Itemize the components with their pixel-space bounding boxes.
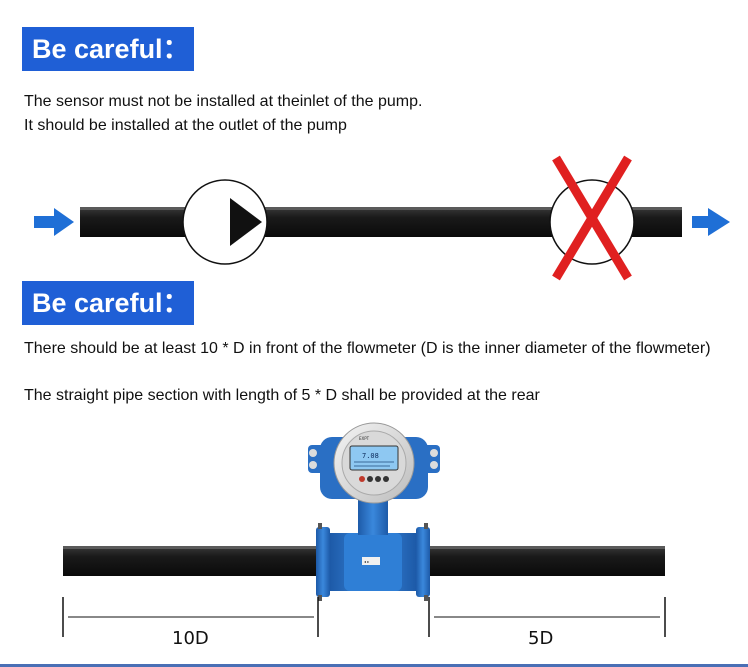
instruction-line-1: The sensor must not be installed at thei… <box>24 93 423 110</box>
instruction-line-2: It should be installed at the outlet of … <box>24 117 347 134</box>
svg-text:◂ ▸: ◂ ▸ <box>364 559 369 564</box>
be-careful-banner-2: Be careful： <box>22 281 194 325</box>
front-length-label: 10D <box>172 628 209 649</box>
device-brand-label: EXPT <box>359 436 370 441</box>
device-button-1 <box>359 476 365 482</box>
pump-icon <box>182 179 268 265</box>
instruction-line-4: The straight pipe section with length of… <box>24 387 540 404</box>
electromagnetic-flowmeter: ◂ ▸ EXPT 7.08 <box>308 422 440 601</box>
be-careful-banner-1: Be careful： <box>22 27 194 71</box>
front-straight-length-dimension: 10D <box>62 597 319 649</box>
device-button-4 <box>383 476 389 482</box>
instruction-paragraph-3: There should be at least 10 * D in front… <box>24 340 711 357</box>
bottom-divider <box>0 664 748 667</box>
device-button-3 <box>375 476 381 482</box>
outlet-flow-arrow-icon <box>692 208 730 236</box>
inlet-flow-arrow-icon <box>34 208 74 236</box>
rear-straight-length-dimension: 5D <box>428 597 666 649</box>
red-cross-icon <box>552 155 632 281</box>
lcd-reading: 7.08 <box>362 452 379 460</box>
lcd-screen <box>349 445 399 471</box>
rear-length-label: 5D <box>528 628 553 649</box>
flowmeter-installation-diagram: ◂ ▸ EXPT 7.08 10D 5D <box>62 422 666 649</box>
device-button-2 <box>367 476 373 482</box>
pump-installation-diagram <box>34 155 730 281</box>
